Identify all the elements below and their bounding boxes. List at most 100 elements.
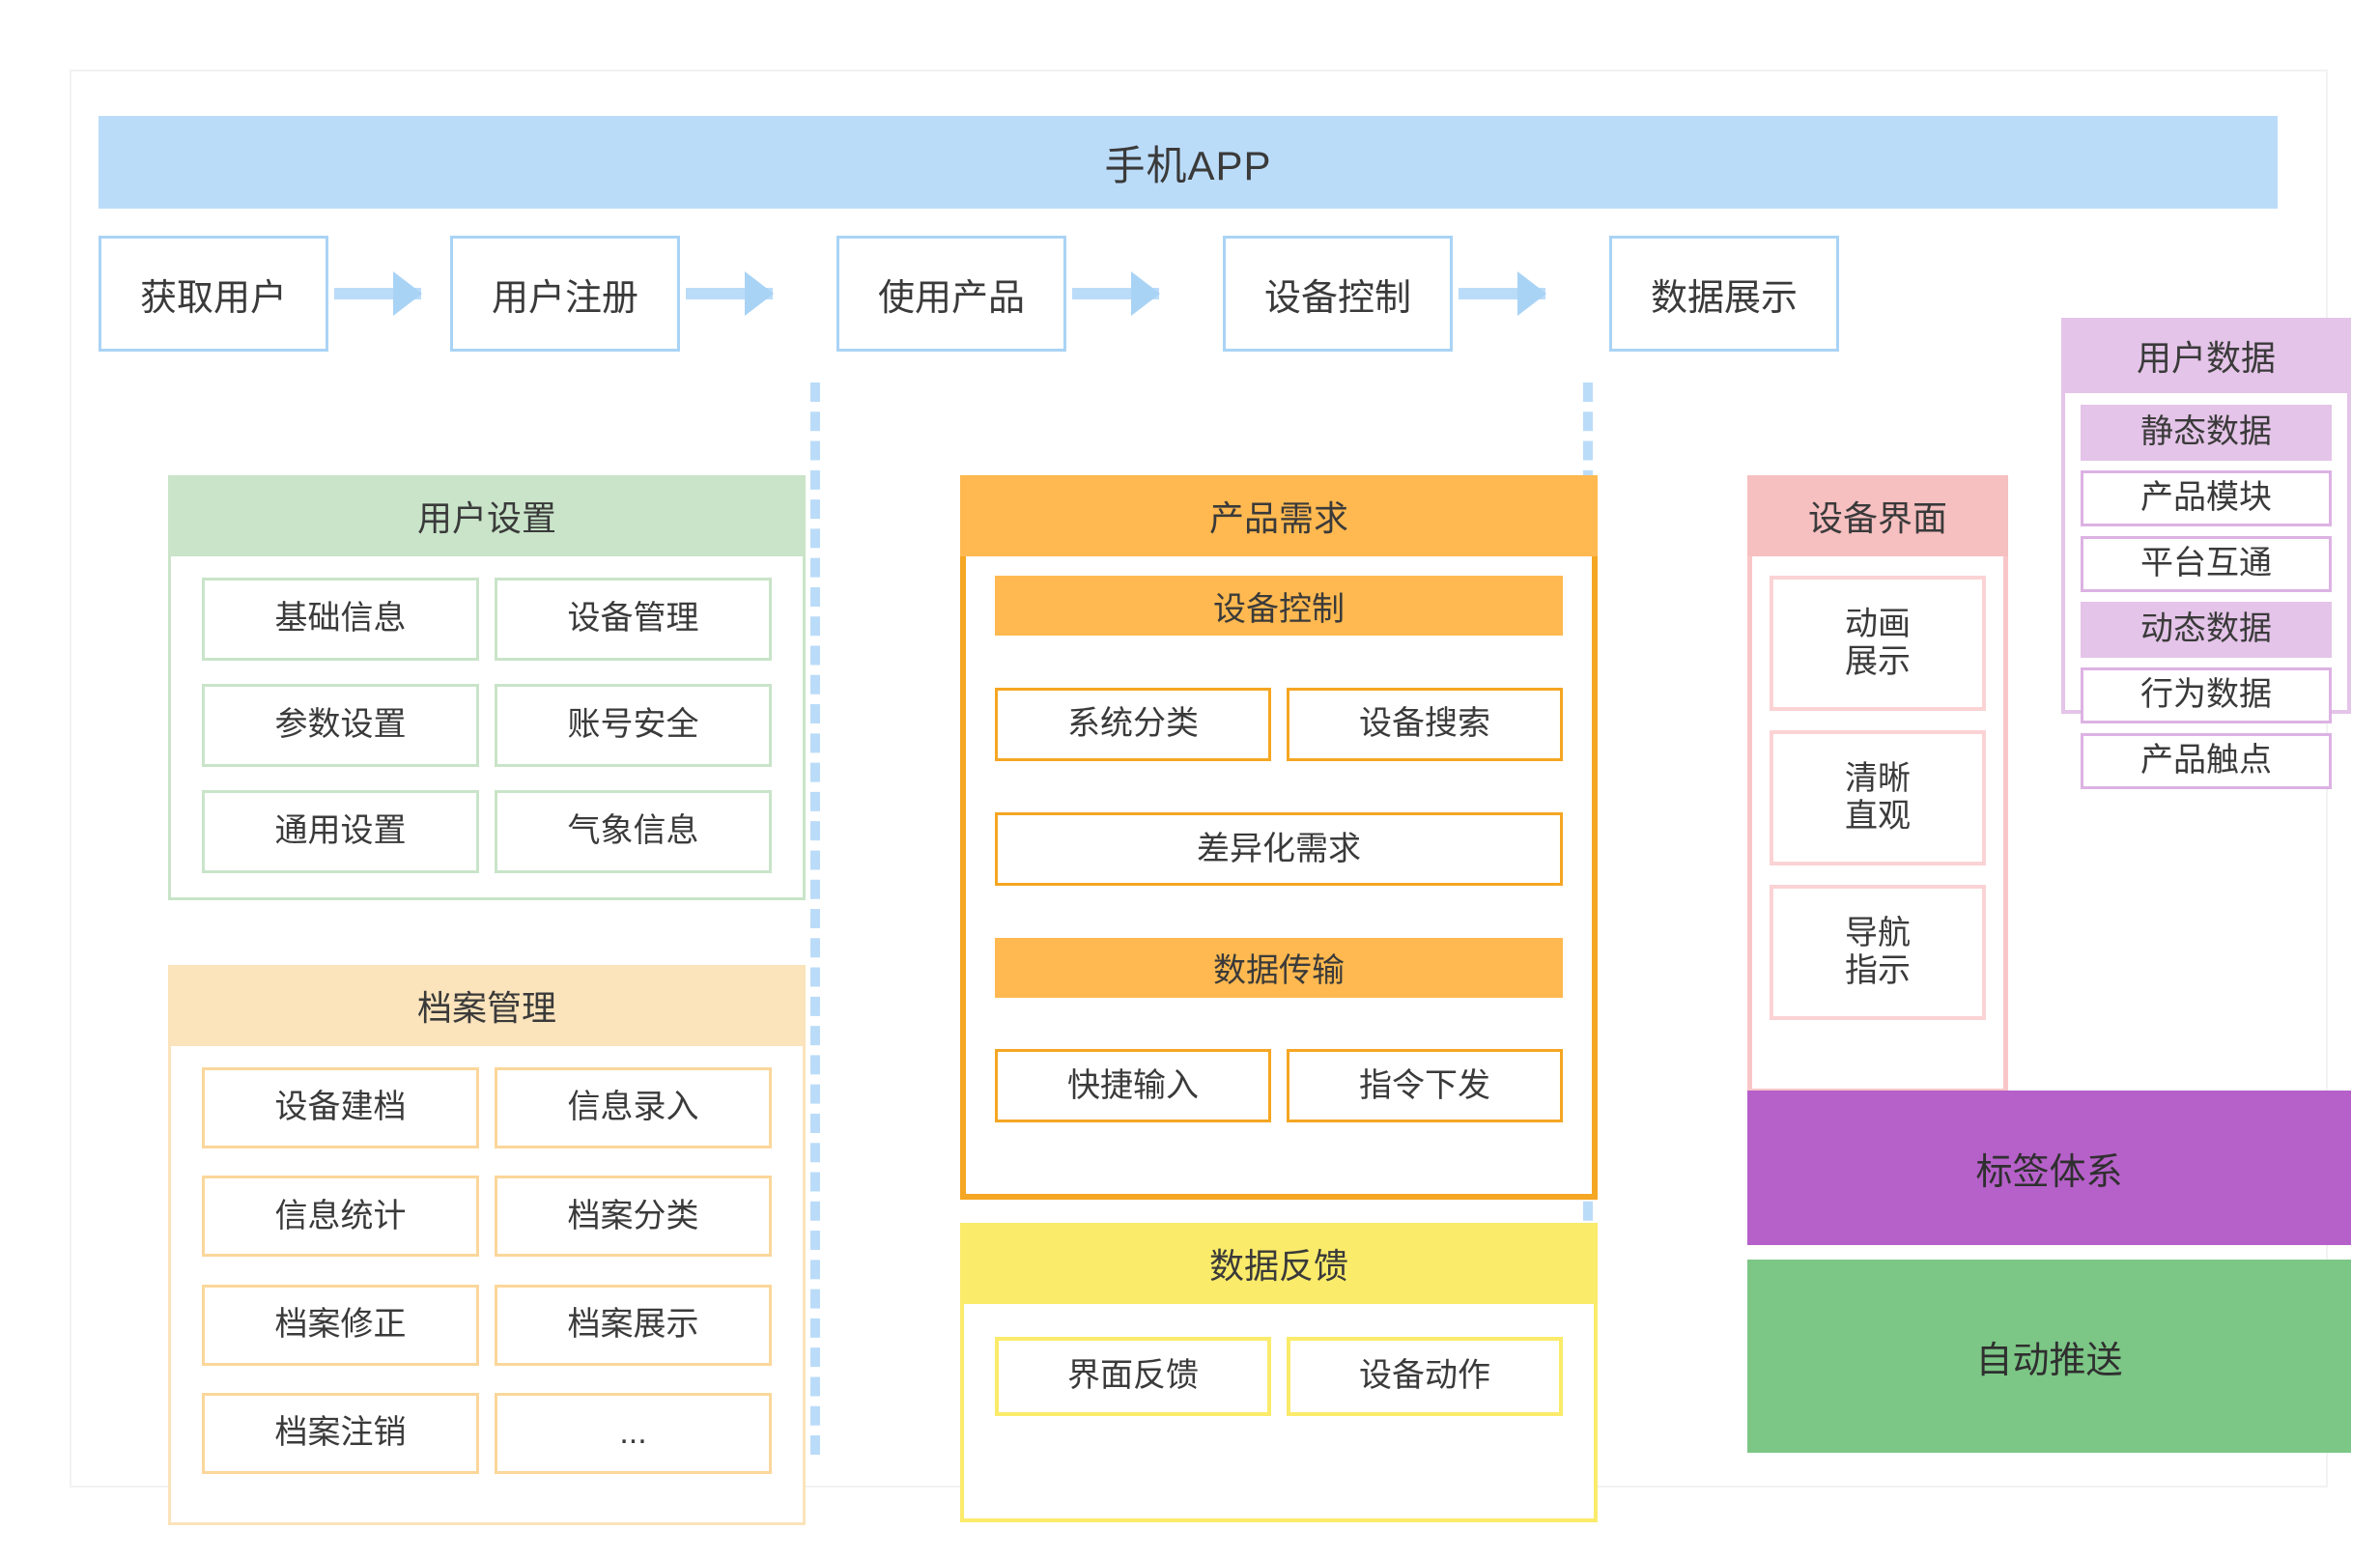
panel-user-data-title: 用户数据 (2061, 318, 2351, 393)
product-req-item[interactable]: 快捷输入 (995, 1049, 1271, 1123)
subgroup-device-control-header: 设备控制 (995, 576, 1563, 636)
flow-step-label: 数据展示 (1650, 277, 1798, 319)
user-settings-item[interactable]: 账号安全 (495, 684, 772, 767)
flow-step-label: 获取用户 (139, 277, 287, 319)
block-label: 标签体系 (1975, 1151, 2123, 1193)
panel-title-text: 用户数据 (2136, 338, 2276, 378)
archive-item-more[interactable]: ... (495, 1392, 772, 1474)
device-ui-item[interactable]: 清晰 直观 (1770, 730, 1986, 865)
block-tag-system[interactable]: 标签体系 (1747, 1091, 2351, 1245)
flow-step-label: 用户注册 (491, 277, 638, 319)
device-ui-item[interactable]: 动画 展示 (1770, 576, 1986, 711)
panel-data-feedback: 数据反馈 界面反馈 设备动作 (960, 1223, 1598, 1522)
flow-arrow-4 (1459, 271, 1546, 316)
item-label: 气象信息 (567, 812, 699, 850)
archive-item[interactable]: 档案修正 (202, 1284, 479, 1366)
flow-arrow-3 (1072, 271, 1160, 316)
item-label: 清晰 直观 (1845, 759, 1911, 835)
panel-archive-management: 档案管理 设备建档 信息录入 信息统计 档案分类 档案修正 档案展示 档案注销 … (168, 965, 806, 1525)
panel-title-text: 产品需求 (1208, 498, 1348, 538)
flow-arrow-2 (686, 271, 774, 316)
item-label: 平台互通 (2140, 545, 2272, 582)
panel-title-text: 数据反馈 (1208, 1246, 1348, 1286)
product-req-item[interactable]: 系统分类 (995, 687, 1271, 761)
archive-item[interactable]: 信息录入 (495, 1067, 772, 1148)
section-divider-left (810, 383, 820, 1455)
subgroup-data-transfer-header: 数据传输 (995, 937, 1563, 998)
item-label: 静态数据 (2140, 413, 2272, 451)
archive-item[interactable]: 档案注销 (202, 1392, 479, 1474)
archive-item[interactable]: 设备建档 (202, 1067, 479, 1148)
panel-title-text: 用户设置 (416, 498, 556, 538)
user-settings-item[interactable]: 参数设置 (202, 684, 479, 767)
flow-arrow-1 (334, 271, 422, 316)
panel-title-text: 档案管理 (416, 988, 556, 1028)
flow-step-device-control[interactable]: 设备控制 (1223, 236, 1453, 352)
panel-product-requirement-body: 设备控制 系统分类 设备搜索 差异化需求 数据传输 快捷输入 指令下发 (960, 556, 1598, 1200)
app-header-banner: 手机APP (99, 116, 2278, 209)
item-label: 系统分类 (1067, 705, 1199, 743)
panel-user-settings-title: 用户设置 (168, 475, 806, 556)
item-label: 基础信息 (274, 600, 407, 638)
subgroup-label: 数据传输 (1213, 952, 1345, 990)
block-label: 自动推送 (1975, 1340, 2123, 1381)
panel-device-interface: 设备界面 动画 展示 清晰 直观 导航 指示 (1747, 475, 2008, 1093)
panel-user-settings-body: 基础信息 设备管理 参数设置 账号安全 通用设置 气象信息 (168, 556, 806, 900)
archive-item[interactable]: 档案展示 (495, 1284, 772, 1366)
item-label: 导航 指示 (1845, 914, 1911, 989)
item-label: 设备动作 (1359, 1357, 1490, 1395)
user-data-item[interactable]: 产品触点 (2081, 733, 2332, 789)
item-label: 差异化需求 (1197, 830, 1361, 867)
flow-step-use-product[interactable]: 使用产品 (836, 236, 1066, 352)
user-settings-item[interactable]: 通用设置 (202, 790, 479, 873)
flow-step-data-display[interactable]: 数据展示 (1609, 236, 1839, 352)
user-settings-item[interactable]: 气象信息 (495, 790, 772, 873)
flow-step-label: 设备控制 (1263, 277, 1411, 319)
app-header-title: 手机APP (1104, 142, 1272, 188)
panel-archive-body: 设备建档 信息录入 信息统计 档案分类 档案修正 档案展示 档案注销 ... (168, 1046, 806, 1525)
panel-device-interface-title: 设备界面 (1747, 475, 2008, 556)
item-label: 动态数据 (2140, 610, 2272, 648)
data-feedback-item[interactable]: 设备动作 (1287, 1337, 1563, 1416)
item-label: 设备搜索 (1359, 705, 1490, 743)
product-req-item[interactable]: 设备搜索 (1287, 687, 1563, 761)
user-data-item[interactable]: 平台互通 (2081, 536, 2332, 592)
item-label: 界面反馈 (1067, 1357, 1199, 1395)
device-ui-item[interactable]: 导航 指示 (1770, 885, 1986, 1020)
item-label: 指令下发 (1359, 1066, 1490, 1104)
product-req-item-differentiated[interactable]: 差异化需求 (995, 812, 1563, 887)
panel-product-requirement: 产品需求 设备控制 系统分类 设备搜索 差异化需求 数据传输 快捷输入 指令下发 (960, 475, 1598, 1200)
item-label: 档案展示 (567, 1305, 699, 1343)
flow-step-user-register[interactable]: 用户注册 (450, 236, 680, 352)
flow-step-get-user[interactable]: 获取用户 (99, 236, 328, 352)
data-feedback-item[interactable]: 界面反馈 (995, 1337, 1271, 1416)
user-settings-item[interactable]: 基础信息 (202, 578, 479, 661)
item-label: 信息录入 (567, 1089, 699, 1126)
diagram-frame: 手机APP 获取用户 用户注册 使用产品 设备控制 数据展示 用户设置 基础信息… (70, 70, 2351, 1525)
item-label: 设备管理 (567, 600, 699, 638)
panel-user-data-body: 静态数据 产品模块 平台互通 动态数据 行为数据 产品触点 (2061, 393, 2351, 789)
panel-user-settings: 用户设置 基础信息 设备管理 参数设置 账号安全 通用设置 气象信息 (168, 475, 806, 900)
user-data-item[interactable]: 行为数据 (2081, 667, 2332, 723)
item-label: 参数设置 (274, 706, 407, 744)
user-data-group-static[interactable]: 静态数据 (2081, 405, 2332, 461)
item-label: 设备建档 (274, 1089, 407, 1126)
item-label: 信息统计 (274, 1197, 407, 1234)
panel-title-text: 设备界面 (1807, 498, 1947, 538)
item-label: 快捷输入 (1067, 1066, 1199, 1104)
item-label: 动画 展示 (1845, 605, 1911, 680)
product-req-item[interactable]: 指令下发 (1287, 1049, 1563, 1123)
archive-item[interactable]: 信息统计 (202, 1176, 479, 1258)
flow-step-label: 使用产品 (877, 277, 1025, 319)
user-data-item[interactable]: 产品模块 (2081, 470, 2332, 526)
item-label: 行为数据 (2140, 676, 2272, 714)
user-settings-item[interactable]: 设备管理 (495, 578, 772, 661)
panel-product-requirement-title: 产品需求 (960, 475, 1598, 556)
panel-archive-title: 档案管理 (168, 965, 806, 1046)
block-auto-push[interactable]: 自动推送 (1747, 1260, 2351, 1453)
item-label: 档案注销 (274, 1414, 407, 1452)
archive-item[interactable]: 档案分类 (495, 1176, 772, 1258)
item-label: 通用设置 (274, 812, 407, 850)
panel-data-feedback-body: 界面反馈 设备动作 (960, 1304, 1598, 1522)
user-data-group-dynamic[interactable]: 动态数据 (2081, 602, 2332, 658)
